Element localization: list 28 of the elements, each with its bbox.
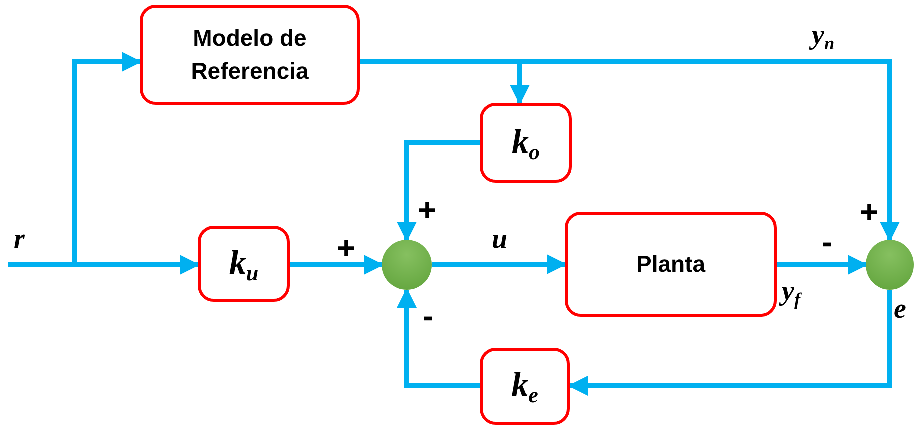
arrow bbox=[432, 254, 567, 274]
block-box bbox=[480, 348, 570, 425]
block-box bbox=[140, 5, 360, 105]
block-box bbox=[198, 226, 290, 302]
sign-label: + bbox=[418, 194, 437, 226]
arrow bbox=[397, 288, 480, 388]
arrow bbox=[72, 52, 142, 265]
block-box bbox=[565, 212, 777, 317]
arrow bbox=[8, 255, 200, 275]
summing-junction bbox=[382, 240, 432, 290]
arrow bbox=[777, 255, 868, 275]
gain-label: k$_{o}$ bbox=[512, 122, 540, 166]
sign-label: - bbox=[822, 226, 833, 258]
block-label: Modelo de Referencia bbox=[190, 24, 310, 86]
sign-label: + bbox=[860, 196, 879, 228]
signal-label: r bbox=[14, 226, 25, 254]
gain-label: k$_{e}$ bbox=[512, 366, 538, 410]
sign-label: - bbox=[423, 300, 434, 332]
gain-label: k$_{u}$ bbox=[229, 244, 259, 288]
block-box bbox=[480, 103, 572, 183]
signal-label: u bbox=[492, 226, 508, 254]
arrow bbox=[290, 255, 384, 275]
signal-label: e bbox=[894, 296, 906, 324]
block-label: Planta bbox=[636, 250, 706, 279]
arrow bbox=[568, 290, 892, 396]
sign-label: + bbox=[337, 232, 356, 264]
summing-junction bbox=[866, 240, 914, 290]
arrow bbox=[397, 140, 480, 242]
